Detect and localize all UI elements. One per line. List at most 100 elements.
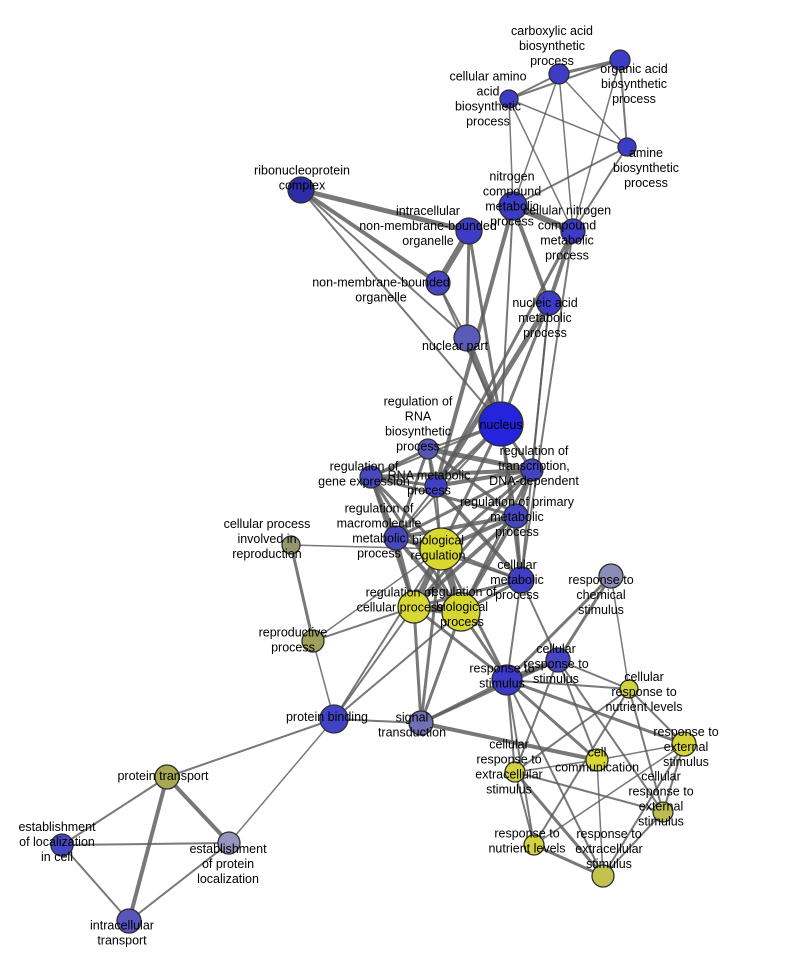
graph-edge bbox=[556, 574, 613, 662]
graph-node-cellular-nitrogen-compound-metabolic-process[interactable] bbox=[560, 218, 586, 244]
graph-node-nucleus[interactable] bbox=[478, 401, 524, 447]
graph-edge bbox=[596, 743, 685, 761]
graph-node-establishment-of-protein-localization[interactable] bbox=[217, 831, 241, 855]
graph-edge bbox=[572, 146, 628, 232]
graph-edge bbox=[514, 759, 598, 773]
graph-node-response-to-extracellular-stimulus[interactable] bbox=[591, 864, 615, 888]
graph-node-establishment-of-localization-in-cell[interactable] bbox=[50, 833, 74, 857]
graph-node-amine-biosynthetic-process[interactable] bbox=[617, 137, 637, 157]
graph-node-ribonucleoprotein-complex[interactable] bbox=[287, 176, 315, 204]
graph-edge bbox=[61, 844, 130, 922]
graph-node-response-to-nutrient-levels[interactable] bbox=[523, 834, 545, 856]
graph-edge bbox=[602, 811, 664, 877]
node-layer bbox=[50, 49, 697, 934]
graph-node-intracellular-non-membrane-bounded-organelle[interactable] bbox=[455, 217, 483, 245]
graph-node-rna-metabolic-process[interactable] bbox=[424, 474, 448, 498]
graph-node-regulation-of-macromolecule-metabolic-process[interactable] bbox=[383, 525, 409, 551]
graph-node-response-to-chemical-stimulus[interactable] bbox=[598, 563, 624, 589]
graph-edge bbox=[602, 743, 685, 877]
graph-edge bbox=[533, 743, 685, 846]
graph-node-protein-transport[interactable] bbox=[154, 764, 180, 790]
graph-edge bbox=[520, 230, 574, 581]
graph-node-cellular-metabolic-process[interactable] bbox=[507, 566, 535, 594]
graph-node-nuclear-part[interactable] bbox=[453, 324, 481, 352]
graph-node-cellular-response-to-extracellular-stimulus[interactable] bbox=[504, 761, 526, 783]
graph-edge bbox=[514, 771, 535, 846]
graph-edge bbox=[506, 679, 535, 846]
graph-edge bbox=[506, 679, 604, 877]
graph-edge bbox=[508, 98, 514, 207]
graph-edge bbox=[333, 611, 462, 720]
graph-node-regulation-of-primary-metabolic-process[interactable] bbox=[503, 503, 529, 529]
graph-node-cellular-response-to-stimulus[interactable] bbox=[545, 647, 571, 673]
graph-edge bbox=[520, 302, 550, 581]
graph-node-regulation-of-cellular-process[interactable] bbox=[397, 590, 431, 624]
graph-edge bbox=[558, 73, 628, 148]
graph-edge bbox=[419, 658, 560, 725]
graph-edge bbox=[514, 659, 559, 773]
graph-edge bbox=[596, 759, 604, 877]
graph-node-nucleic-acid-metabolic-process[interactable] bbox=[536, 290, 562, 316]
graph-edge bbox=[61, 842, 230, 846]
graph-edge bbox=[513, 770, 605, 878]
graph-edge bbox=[228, 718, 335, 844]
graph-edge bbox=[572, 59, 621, 232]
graph-node-non-membrane-bounded-organelle[interactable] bbox=[425, 270, 451, 296]
graph-node-biological-regulation[interactable] bbox=[419, 527, 463, 571]
graph-node-organic-acid-biosynthetic-process[interactable] bbox=[609, 49, 631, 71]
graph-edge bbox=[127, 775, 169, 923]
graph-node-cellular-response-to-nutrient-levels[interactable] bbox=[619, 679, 639, 699]
graph-edge bbox=[419, 610, 463, 725]
graph-edge bbox=[505, 678, 599, 762]
graph-edge bbox=[166, 718, 335, 778]
graph-edge bbox=[289, 543, 315, 643]
graph-edge bbox=[505, 574, 613, 682]
graph-node-regulation-of-rna-biosynthetic-process[interactable] bbox=[417, 438, 439, 460]
graph-edge bbox=[312, 548, 442, 642]
graph-node-intracellular-transport[interactable] bbox=[116, 908, 142, 934]
graph-node-cell-communication[interactable] bbox=[585, 748, 609, 772]
graph-edge bbox=[298, 187, 472, 234]
graph-edge bbox=[333, 606, 415, 720]
graph-node-response-to-external-stimulus[interactable] bbox=[671, 731, 697, 757]
graph-edge bbox=[312, 606, 415, 642]
graph-edge bbox=[333, 548, 442, 720]
graph-edge bbox=[369, 468, 534, 479]
graph-node-regulation-of-transcription-dna-dependent[interactable] bbox=[520, 458, 544, 482]
graph-node-protein-binding[interactable] bbox=[319, 704, 349, 734]
graph-edge bbox=[505, 678, 686, 746]
graph-edge bbox=[610, 575, 630, 690]
graph-edge bbox=[508, 98, 574, 232]
graph-edge bbox=[290, 544, 442, 550]
graph-node-reproductive-process[interactable] bbox=[301, 629, 325, 653]
graph-edge bbox=[508, 98, 628, 148]
graph-node-cellular-process-involved-in-reproduction[interactable] bbox=[281, 535, 301, 555]
graph-edge bbox=[512, 73, 560, 207]
edge-layer bbox=[61, 58, 686, 923]
graph-edge bbox=[128, 842, 230, 922]
graph-node-response-to-stimulus[interactable] bbox=[491, 664, 523, 696]
graph-node-regulation-of-gene-expression[interactable] bbox=[359, 465, 383, 489]
graph-edge bbox=[419, 721, 599, 762]
graph-edge bbox=[61, 776, 168, 846]
graph-edge bbox=[557, 659, 630, 690]
graph-node-cellular-amino-acid-biosynthetic-process[interactable] bbox=[499, 89, 519, 109]
graph-edge bbox=[532, 843, 605, 878]
graph-edge bbox=[412, 605, 509, 682]
graph-node-carboxylic-acid-biosynthetic-process[interactable] bbox=[548, 63, 570, 85]
graph-edge bbox=[533, 688, 630, 846]
graph-node-cellular-response-to-external-stimulus[interactable] bbox=[652, 801, 674, 823]
graph-node-nitrogen-compound-metabolic-process[interactable] bbox=[498, 191, 528, 221]
graph-node-signal-transduction[interactable] bbox=[408, 710, 434, 736]
graph-edge bbox=[514, 771, 664, 813]
graph-node-regulation-of-biological-process[interactable] bbox=[441, 592, 481, 632]
graph-edge bbox=[300, 189, 502, 425]
graph-edge bbox=[165, 775, 231, 845]
graph-edge bbox=[300, 189, 468, 339]
graph-edge bbox=[557, 659, 664, 813]
graph-edge bbox=[558, 73, 574, 232]
